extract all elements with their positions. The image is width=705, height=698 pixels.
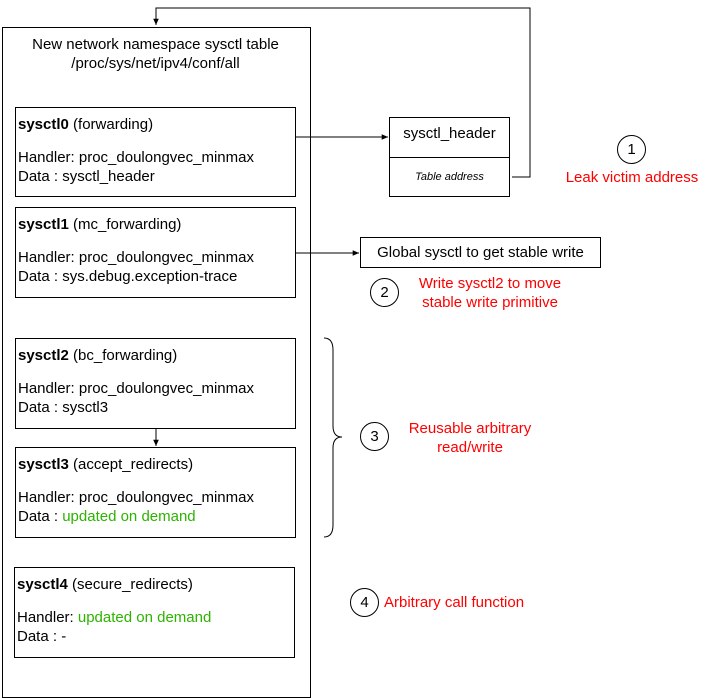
handler-label: Handler:: [18, 249, 75, 266]
namespace-title-line1: New network namespace sysctl table: [32, 36, 279, 53]
sysctl-name: sysctl1: [18, 216, 69, 233]
sysctl4-box: sysctl4 (secure_redirects) Handler: upda…: [14, 567, 295, 658]
data-label: Data :: [18, 268, 59, 285]
global-sysctl-box: Global sysctl to get stable write: [360, 237, 601, 268]
data-label: Data :: [18, 399, 59, 416]
data-value: sysctl_header: [62, 168, 155, 185]
namespace-title: New network namespace sysctl table /proc…: [2, 35, 309, 73]
table-address-field: Table address: [415, 171, 484, 183]
sysctl-header-box: sysctl_header Table address: [389, 117, 510, 197]
sysctl-param: (forwarding): [73, 116, 154, 133]
step-2-label: Write sysctl2 to move stable write primi…: [404, 274, 576, 312]
data-label: Data :: [18, 168, 59, 185]
step-3-circle: 3: [360, 422, 389, 451]
step-2-circle: 2: [370, 278, 399, 307]
sysctl1-box: sysctl1 (mc_forwarding) Handler: proc_do…: [15, 207, 296, 298]
handler-value: proc_doulongvec_minmax: [78, 149, 254, 166]
data-value: -: [61, 628, 67, 645]
handler-value: proc_doulongvec_minmax: [78, 249, 254, 266]
step-1-label: Leak victim address: [565, 169, 699, 186]
sysctl3-box: sysctl3 (accept_redirects) Handler: proc…: [15, 447, 296, 538]
sysctl-name: sysctl3: [18, 456, 69, 473]
handler-label: Handler:: [18, 149, 75, 166]
sysctl-name: sysctl0: [18, 116, 69, 133]
sysctl-param: (bc_forwarding): [73, 347, 178, 364]
arrow-table-address-to-namespace: [153, 7, 531, 178]
step-2-line2: stable write primitive: [422, 294, 558, 311]
data-value: sys.debug.exception-trace: [62, 268, 238, 285]
handler-label: Handler:: [18, 489, 75, 506]
step-3-line2: read/write: [437, 439, 503, 456]
handler-label: Handler:: [17, 609, 74, 626]
handler-value-updated: updated on demand: [77, 609, 212, 626]
step-4-circle: 4: [350, 588, 379, 617]
sysctl-param: (mc_forwarding): [73, 216, 182, 233]
sysctl-name: sysctl4: [17, 576, 68, 593]
sysctl-name: sysctl2: [18, 347, 69, 364]
handler-value: proc_doulongvec_minmax: [78, 489, 254, 506]
data-label: Data :: [17, 628, 58, 645]
step-2-line1: Write sysctl2 to move: [418, 275, 562, 292]
sysctl-header-title: sysctl_header: [390, 118, 509, 158]
data-label: Data :: [18, 508, 59, 525]
step-1-circle: 1: [617, 135, 646, 164]
data-value-updated: updated on demand: [62, 508, 196, 525]
data-value: sysctl3: [62, 399, 109, 416]
sysctl2-box: sysctl2 (bc_forwarding) Handler: proc_do…: [15, 338, 296, 429]
handler-label: Handler:: [18, 380, 75, 397]
step-4-label: Arbitrary call function: [384, 594, 525, 611]
sysctl-param: (secure_redirects): [72, 576, 193, 593]
sysctl-param: (accept_redirects): [73, 456, 194, 473]
step-3-line1: Reusable arbitrary: [408, 420, 532, 437]
sysctl0-box: sysctl0 (forwarding) Handler: proc_doulo…: [15, 107, 296, 197]
step-3-label: Reusable arbitrary read/write: [396, 419, 544, 457]
curly-brace: [323, 337, 343, 538]
handler-value: proc_doulongvec_minmax: [78, 380, 254, 397]
namespace-path: /proc/sys/net/ipv4/conf/all: [71, 55, 240, 72]
